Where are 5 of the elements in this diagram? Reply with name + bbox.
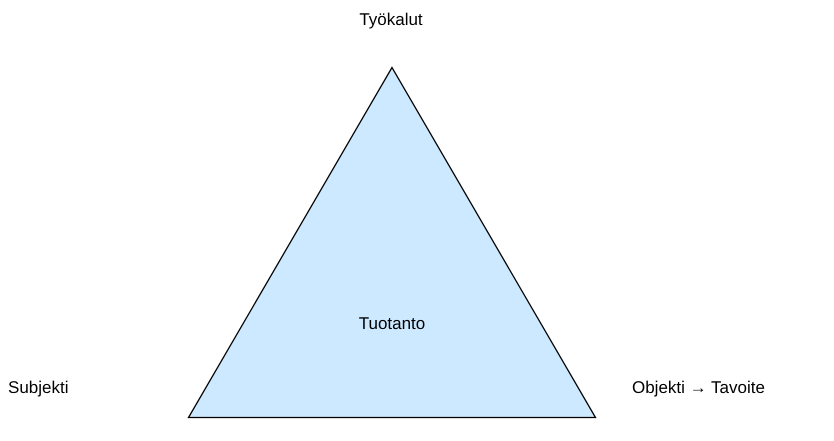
triangle-shape	[188, 67, 596, 418]
vertex-label: Subjekti	[8, 378, 68, 398]
node-label: Tuotanto	[358, 314, 426, 334]
vertex-label: Objekti → Tavoite	[632, 378, 765, 398]
vertex-label: Työkalut	[359, 10, 423, 30]
